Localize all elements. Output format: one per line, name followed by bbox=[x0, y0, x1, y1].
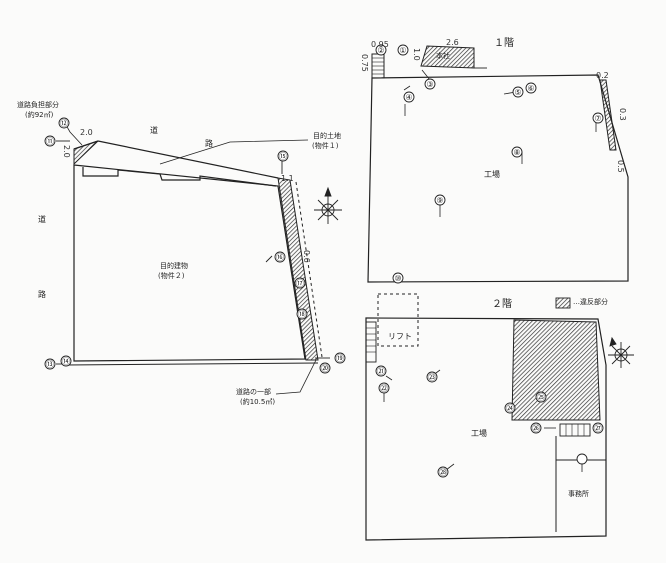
floor1-outline bbox=[367, 74, 629, 283]
site-marker-5: ⑮ bbox=[279, 152, 287, 161]
floor1-dim-annex-width: 2.6 bbox=[446, 38, 459, 47]
floor2-stairs bbox=[365, 321, 377, 363]
floor1-dim-annex-depth: 1.0 bbox=[412, 48, 422, 61]
floor1-marker-2: ② bbox=[377, 46, 384, 55]
floor1-marker-8: ⑧ bbox=[513, 148, 520, 157]
road-top-char-2: 路 bbox=[205, 139, 213, 148]
target-building-item: (物件２) bbox=[158, 272, 185, 280]
floor1-marker-3: ③ bbox=[426, 80, 433, 89]
road-left-char-2: 路 bbox=[38, 290, 46, 299]
lot-outline bbox=[73, 164, 306, 362]
leader-road-part bbox=[275, 359, 317, 395]
site-marker-4: ⑭ bbox=[62, 357, 70, 366]
floor1-title: １階 bbox=[494, 38, 514, 49]
floor2-marker-5: ㉕ bbox=[537, 393, 545, 402]
floor2-marker-2: ㉒ bbox=[380, 384, 388, 393]
floor2-marker-6: ㉖ bbox=[532, 424, 540, 433]
floor2-marker-7: ㉗ bbox=[594, 424, 602, 433]
floor1-dim-right-top: 0.2 bbox=[596, 71, 609, 80]
floor2-lift bbox=[377, 293, 419, 347]
dim-burden-height: 2.0 bbox=[62, 145, 72, 158]
floor2-title: ２階 bbox=[492, 299, 512, 310]
floor2-outline bbox=[365, 317, 607, 541]
floor2-marker-1: ㉑ bbox=[377, 367, 385, 376]
site-marker-8: ⑱ bbox=[298, 310, 306, 319]
site-marker-1: ⑪ bbox=[46, 137, 54, 146]
floor1-marker-9: ⑨ bbox=[436, 196, 443, 205]
site-marker-7: ⑰ bbox=[296, 279, 304, 288]
compass-site bbox=[314, 186, 342, 224]
floor1-dim-top-small: 0.95 bbox=[371, 40, 389, 49]
floor2-office-label: 事務所 bbox=[568, 490, 589, 498]
dim-right-strip: 1.1 bbox=[281, 174, 294, 183]
floor1-marker-4: ④ bbox=[405, 93, 412, 102]
floor2-violation-area bbox=[511, 319, 601, 421]
floor1-right-violation bbox=[599, 79, 617, 151]
floor2-marker-circles bbox=[375, 365, 604, 478]
site-marker-10: ⑳ bbox=[321, 364, 329, 373]
road-left-char-1: 道 bbox=[38, 215, 46, 224]
dim-right-side: 0.6 bbox=[302, 250, 312, 263]
site-marker-6: ⑯ bbox=[276, 253, 284, 262]
road-burden-area: (約92㎡) bbox=[25, 111, 54, 119]
floor2-marker-4: ㉔ bbox=[506, 404, 514, 413]
road-burden-title: 道路負担部分 bbox=[17, 101, 59, 109]
site-marker-2: ⑫ bbox=[60, 119, 68, 128]
road-top-char-1: 道 bbox=[150, 126, 158, 135]
floor1-plan bbox=[367, 45, 629, 283]
site-marker-circles bbox=[44, 117, 346, 374]
target-land-title: 目的土地 bbox=[313, 132, 341, 140]
site-marker-3: ⑬ bbox=[46, 360, 54, 369]
floor1-marker-circles bbox=[375, 44, 604, 284]
floor1-dim-left-small: 0.75 bbox=[360, 54, 370, 72]
road-top-line bbox=[97, 140, 279, 179]
dim-burden-width: 2.0 bbox=[80, 128, 93, 137]
floor1-annex-label: 本社 bbox=[436, 52, 450, 60]
site-marker-9: ⑲ bbox=[336, 354, 344, 363]
floor1-main-area: 工場 bbox=[484, 170, 500, 179]
floor1-dim-right-side: 0.3 bbox=[618, 108, 628, 121]
leader-target-land bbox=[159, 139, 309, 165]
floor1-annex bbox=[420, 45, 475, 69]
floor2-lift-label: リフト bbox=[388, 332, 412, 341]
floor2-plan bbox=[365, 293, 607, 541]
floor1-marker-6: ⑥ bbox=[527, 84, 534, 93]
compass-floor2 bbox=[608, 336, 634, 368]
floor2-marker-8: ㉘ bbox=[439, 468, 447, 477]
road-part-title: 道路の一部 bbox=[236, 388, 271, 396]
floor1-marker-7: ⑦ bbox=[594, 114, 601, 123]
building-notches bbox=[82, 167, 277, 187]
floor2-marker-3: ㉓ bbox=[428, 373, 436, 382]
road-part-strip bbox=[277, 177, 319, 361]
floor1-marker-5: ⑤ bbox=[514, 88, 521, 97]
floor1-dim-right-bottom: 0.5 bbox=[616, 160, 626, 173]
road-part-area: (約10.5㎡) bbox=[240, 398, 276, 406]
target-building-title: 目的建物 bbox=[160, 262, 188, 270]
floor1-marker-10: ⑩ bbox=[394, 274, 401, 283]
floor1-marker-1: ① bbox=[399, 46, 406, 55]
target-land-item: (物件１) bbox=[312, 142, 339, 150]
floor2-main-area: 工場 bbox=[471, 429, 487, 438]
legend-label: …違反部分 bbox=[573, 298, 608, 306]
site-plan bbox=[56, 117, 330, 395]
legend-swatch bbox=[555, 297, 571, 309]
